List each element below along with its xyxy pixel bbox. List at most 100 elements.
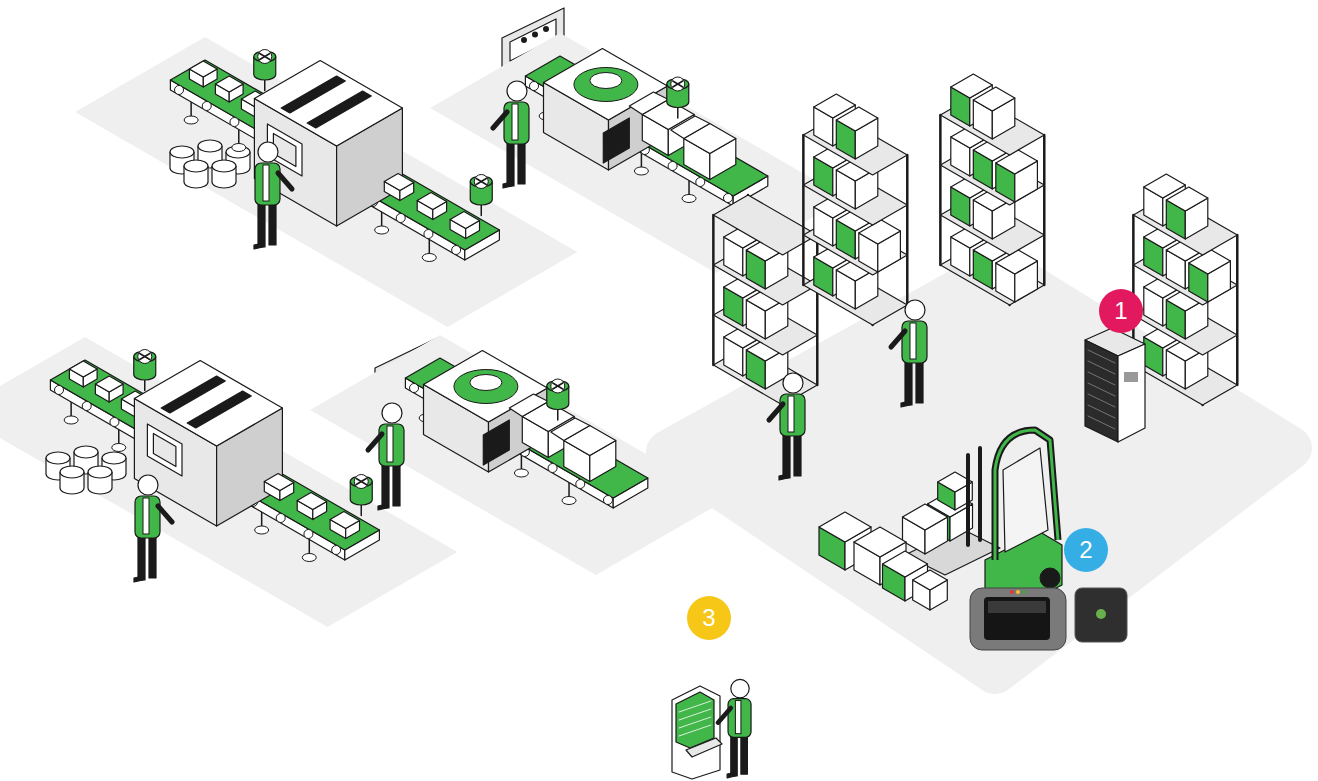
person-torso: [379, 424, 404, 466]
shelf-post: [1236, 235, 1239, 385]
conveyor-roller: [304, 530, 313, 539]
cabinet-grid: [1088, 383, 1115, 396]
forklift-mast: [966, 455, 970, 545]
kiosk-screen-line: [679, 725, 711, 736]
kiosk-keyboard: [686, 738, 722, 757]
storage-box: [996, 250, 1038, 274]
conveyor-roller: [668, 162, 677, 171]
person-arm: [718, 708, 731, 723]
terminal-screen-bar: [988, 601, 1046, 613]
person-head: [258, 142, 278, 162]
production-line: [430, 33, 846, 273]
conveyor-roller: [202, 102, 211, 111]
conveyor-foot: [64, 416, 78, 424]
sensor-lens: [551, 379, 565, 393]
cabinet-grid: [1088, 372, 1115, 385]
callout-circle: 3: [687, 596, 731, 640]
conveyor-foot: [422, 254, 436, 262]
storage-shelf: [1133, 174, 1237, 405]
conveyor-roller: [604, 496, 613, 505]
sensor-lens: [553, 383, 563, 389]
turntable-part: [590, 73, 622, 89]
person-foot: [378, 504, 387, 510]
shelf-post: [906, 155, 909, 305]
sensor-lens: [356, 479, 366, 485]
small-part: [95, 376, 123, 392]
shelf-post: [712, 215, 715, 365]
carton-flap: [551, 418, 590, 441]
kiosk: [672, 679, 751, 779]
machine-window: [153, 434, 176, 467]
floor-box: [913, 570, 948, 590]
sensor-lens: [260, 54, 270, 60]
sensor-lens: [258, 50, 272, 64]
person-leg: [916, 359, 923, 403]
person-shirt: [735, 701, 741, 734]
conveyor-roller: [230, 118, 239, 127]
display-dot: [521, 37, 527, 43]
person-leg: [393, 462, 400, 506]
person-torso: [780, 394, 805, 436]
sensor-lens: [140, 354, 150, 360]
conveyor-foot: [232, 144, 246, 152]
machine-stripe: [307, 91, 371, 128]
sensor-lens: [354, 475, 368, 489]
sensor-lens: [356, 479, 366, 485]
callout-number: 1: [1114, 299, 1127, 323]
barrel: [60, 466, 84, 478]
sensor-lens: [260, 54, 270, 60]
conveyor-roller: [724, 194, 733, 203]
machine-stripe: [187, 391, 251, 428]
small-part: [417, 193, 446, 210]
person-foot: [901, 401, 910, 407]
storage-box: [973, 87, 1015, 111]
person-leg: [269, 201, 276, 245]
barrel: [74, 446, 98, 458]
conveyor-roller: [410, 384, 419, 393]
warehouse: [668, 74, 1290, 672]
small-part: [215, 76, 243, 92]
person-head: [382, 403, 402, 423]
status-led: [1022, 590, 1026, 594]
conveyor-foot: [184, 116, 198, 124]
terminal-screen: [984, 597, 1050, 640]
cabinet-grid: [1088, 394, 1115, 407]
cabinet-grid: [1088, 350, 1115, 363]
shelf-post: [802, 135, 805, 285]
storage-shelf: [940, 74, 1044, 305]
machine-window: [147, 424, 182, 476]
cabinet-side: [1118, 344, 1145, 442]
conveyor-roller: [424, 230, 433, 239]
person-torso: [728, 699, 751, 738]
person-foot: [134, 576, 143, 582]
shelf-plate: [713, 195, 817, 255]
conveyor-belt: [50, 360, 379, 550]
conveyor-roller: [396, 214, 405, 223]
warehouse-floor: [668, 268, 1290, 672]
forklift-wheel: [1040, 568, 1060, 588]
conveyor-roller: [548, 464, 557, 473]
kiosk-screen: [676, 692, 714, 748]
person-torso: [902, 321, 927, 363]
sensor-lens: [476, 179, 486, 185]
sensor-lens: [553, 383, 563, 389]
forklift-cage: [995, 430, 1058, 560]
small-part: [330, 512, 359, 529]
packing-machine: [544, 49, 668, 121]
callout-number: 3: [702, 606, 715, 630]
small-part: [264, 474, 293, 491]
person-leg: [507, 140, 514, 186]
person-arm: [891, 331, 905, 347]
conveyor-roller: [82, 402, 91, 411]
conveyor-roller: [576, 480, 585, 489]
person-leg: [783, 432, 790, 478]
person-head: [905, 300, 925, 320]
person-shirt: [387, 426, 393, 462]
barrel: [184, 160, 208, 172]
person-leg: [258, 201, 265, 247]
display-dot: [543, 26, 549, 32]
turntable: [454, 370, 518, 404]
